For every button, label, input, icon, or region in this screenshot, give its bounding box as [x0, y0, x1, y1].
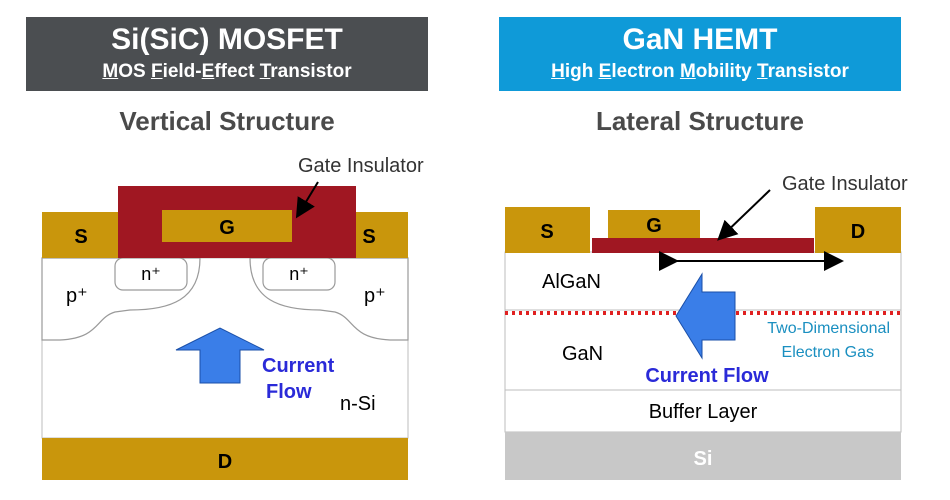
two-deg-label-1: Two-Dimensional: [767, 320, 890, 337]
two-deg-label-2: Electron Gas: [782, 344, 874, 361]
mosfet-gate-label: G: [219, 217, 235, 239]
gan-label: GaN: [562, 343, 603, 365]
hemt-subtitle-part: Transistor: [757, 61, 849, 82]
hemt-source-label: S: [540, 221, 553, 243]
n-si-label: n-Si: [340, 393, 376, 415]
mosfet-source-right-label: S: [362, 226, 375, 248]
hemt-gate: [608, 210, 700, 238]
mosfet-title: Si(SiC) MOSFET: [111, 23, 343, 56]
mosfet-subtitle-part: Field-: [150, 61, 202, 82]
hemt-subtitle-part: Electron: [598, 61, 680, 82]
hemt-gate-insulator-label: Gate Insulator: [782, 173, 908, 195]
hemt-source-contact: [505, 207, 590, 253]
buffer-layer: [504, 389, 902, 433]
mosfet-subtitle-part: Effect: [201, 61, 260, 82]
hemt-insulator-pointer: [717, 189, 771, 241]
vertical-structure-title: Vertical Structure: [119, 106, 335, 136]
mosfet-drain-contact: [42, 438, 408, 480]
n-plus-right-label: n⁺: [289, 264, 309, 284]
algan-label: AlGaN: [542, 271, 601, 293]
mosfet-banner: Si(SiC) MOSFET MOS Field-Effect Transist…: [26, 17, 428, 91]
mosfet-drain-label: D: [218, 451, 232, 473]
p-plus-left-label: p⁺: [66, 285, 88, 307]
mosfet-subtitle-part: MOS: [102, 61, 151, 82]
hemt-subtitle: High Electron Mobility Transistor: [499, 59, 901, 85]
si-label: Si: [694, 448, 713, 470]
hemt-current-label: Current Flow: [645, 365, 769, 387]
hemt-subtitle-part: Mobility: [679, 61, 757, 82]
mosfet-current-label-1: Current: [262, 355, 335, 377]
mosfet-current-label-2: Flow: [266, 381, 312, 403]
n-plus-left-label: n⁺: [141, 264, 161, 284]
hemt-drain-contact: [815, 207, 901, 253]
hemt-banner: GaN HEMT High Electron Mobility Transist…: [499, 17, 901, 91]
p-plus-right-label: p⁺: [364, 285, 386, 307]
mosfet-current-arrow-icon: [175, 327, 265, 384]
hemt-subtitle-part: High: [551, 61, 599, 82]
hemt-title: GaN HEMT: [622, 23, 778, 56]
hemt-gate-insulator: [592, 238, 814, 253]
lateral-structure-title: Lateral Structure: [595, 106, 805, 136]
hemt-drain-label: D: [851, 221, 865, 243]
hemt-gate-label: G: [646, 215, 662, 237]
hemt-current-arrow-icon: [675, 272, 736, 360]
mosfet-insulator-pointer: [295, 181, 319, 219]
mosfet-source-left: [42, 212, 120, 258]
si-substrate: [505, 432, 901, 480]
mosfet-gate-insulator-label: Gate Insulator: [298, 155, 424, 177]
buffer-label: Buffer Layer: [649, 401, 758, 423]
mosfet-gate: [162, 210, 292, 242]
mosfet-subtitle-part: Transistor: [259, 61, 352, 82]
mosfet-diagram: Gate Insulator S S G D n⁺ n⁺ p⁺ p⁺ Curre…: [41, 155, 424, 480]
hemt-diagram: Gate Insulator S G D AlGaN GaN Two-Dimen…: [504, 173, 908, 480]
mosfet-subtitle: MOS Field-Effect Transistor: [26, 59, 428, 85]
mosfet-source-left-label: S: [74, 226, 87, 248]
